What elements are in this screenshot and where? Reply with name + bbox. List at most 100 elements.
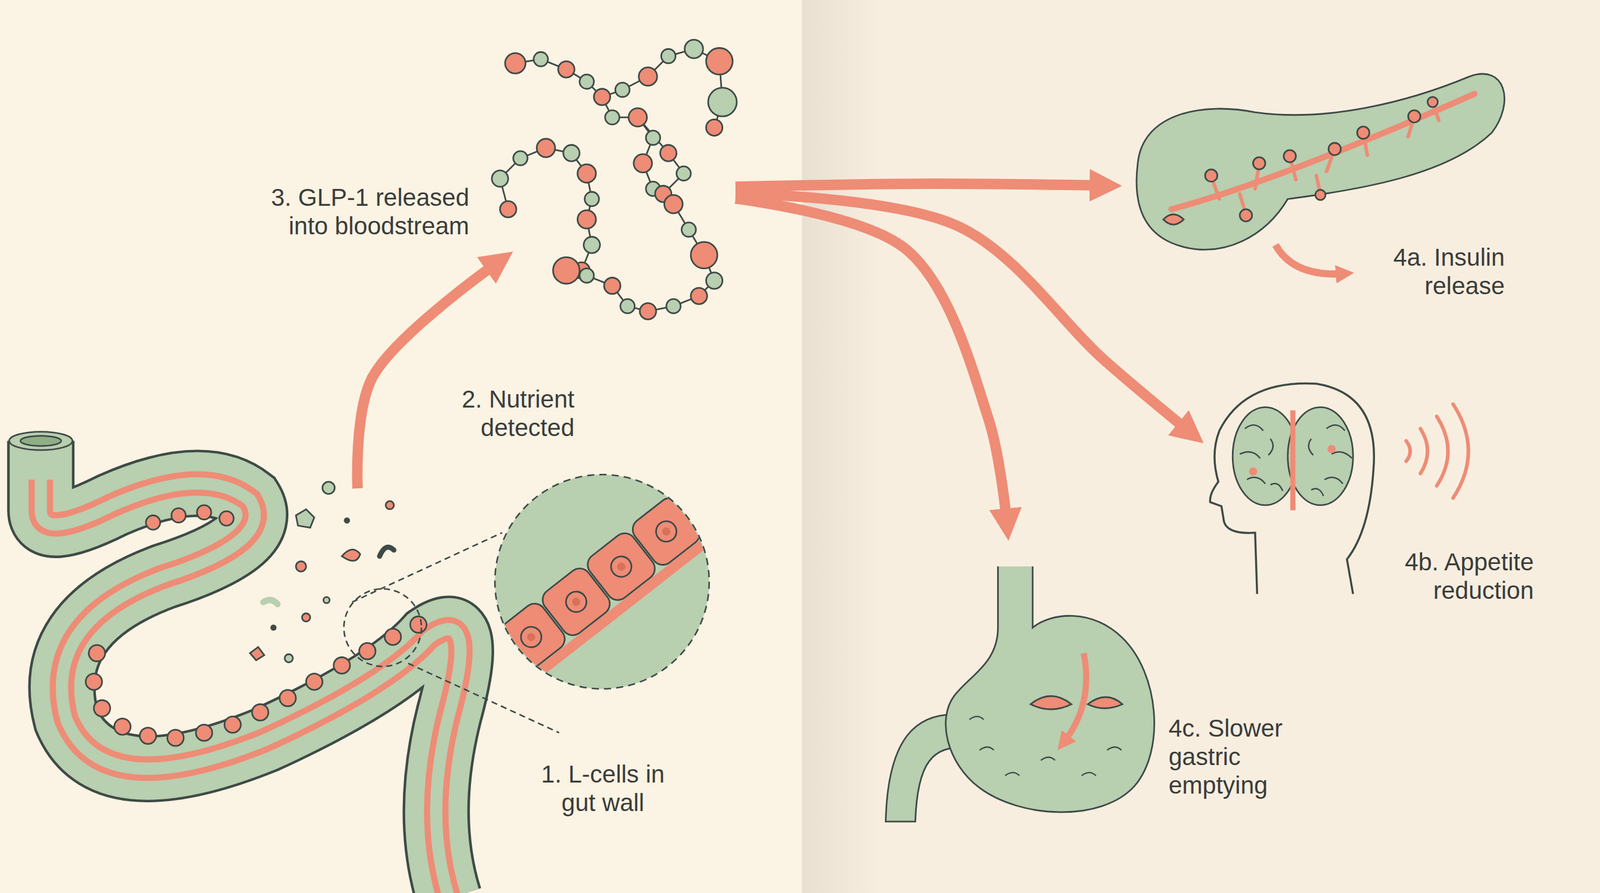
villi-cells — [139, 727, 156, 745]
pancreas-illustration — [1205, 169, 1218, 182]
l-cell-closeup — [615, 561, 628, 573]
step-label: 4a. Insulin release — [1353, 243, 1505, 300]
l-cell-closeup — [561, 587, 591, 617]
glp1-molecule — [660, 144, 677, 162]
glp1-molecule — [577, 210, 596, 230]
glp1-molecule — [579, 268, 595, 284]
nutrient-particles — [295, 561, 307, 572]
glp1-molecule — [602, 97, 684, 195]
stomach-region: 4c. Slower gastric emptying — [877, 540, 1157, 826]
l-cell-closeup — [486, 480, 728, 689]
glp1-molecule — [579, 74, 595, 89]
gut-region: 1. L-cells in gut wall — [0, 488, 716, 893]
pancreas-illustration — [1283, 150, 1296, 163]
head-illustration — [1239, 425, 1352, 496]
intestine-illustration — [40, 479, 461, 893]
nutrient-particles — [323, 597, 330, 604]
nutrient-particles — [379, 547, 395, 557]
stomach-illustration — [969, 716, 1122, 776]
villi-cells — [145, 515, 161, 530]
molecule-region: 3. GLP-1 released into bloodstream — [511, 61, 736, 326]
pancreas-illustration — [1211, 102, 1439, 215]
glp1-molecule — [491, 39, 737, 320]
zoom-callout — [408, 663, 560, 733]
pancreas-illustration — [1136, 73, 1505, 250]
villi-cells — [359, 643, 376, 660]
background — [802, 0, 1600, 893]
intestine-illustration — [40, 440, 461, 893]
step-label: 4b. Appetite reduction — [1359, 547, 1534, 605]
intestine-illustration — [9, 431, 73, 451]
zoom-callout — [352, 532, 503, 602]
pancreas-illustration — [1163, 214, 1184, 225]
stomach-illustration — [1063, 652, 1087, 743]
villi-cells — [85, 673, 102, 691]
villi-cells — [197, 505, 212, 520]
background — [802, 0, 884, 893]
glp1-molecule — [615, 82, 630, 98]
glp1-molecule — [661, 48, 676, 64]
glp1-molecule — [676, 166, 692, 181]
intestine-illustration — [9, 431, 728, 893]
villi-cells — [279, 690, 296, 707]
glp1-molecule — [558, 61, 575, 78]
glp1-molecule — [552, 256, 580, 284]
signal-arrow — [735, 183, 1105, 187]
l-cell-closeup — [606, 552, 636, 581]
glp1-molecule — [563, 144, 580, 162]
step-label: 4c. Slower gastric emptying — [1168, 713, 1320, 800]
step-label: 3. GLP-1 released into bloodstream — [236, 183, 470, 241]
glp1-molecule — [491, 170, 509, 187]
intestine-illustration — [40, 479, 461, 893]
nutrient-particles — [263, 600, 278, 605]
villi-cells — [252, 704, 269, 721]
nutrient-particles — [250, 481, 394, 663]
glp1-molecule — [708, 87, 737, 117]
glp1-molecule — [664, 194, 684, 214]
glp1-molecule — [628, 108, 648, 127]
step-label: 2. Nutrient detected — [423, 384, 575, 442]
glp1-molecule — [681, 222, 696, 238]
glp1-molecule — [684, 39, 704, 59]
signal-arrow — [735, 193, 1191, 433]
glp1-molecule — [639, 302, 656, 320]
glp1-molecule — [505, 52, 526, 74]
villi-cells — [333, 656, 350, 674]
villi-cells — [224, 716, 241, 733]
glp1-molecule — [706, 272, 723, 289]
signal-arrow — [357, 261, 499, 489]
nutrient-particles — [302, 613, 311, 622]
pancreas-illustration — [1408, 110, 1421, 123]
stomach-illustration — [885, 566, 1155, 822]
glp1-molecule — [577, 164, 596, 184]
villi-cells — [93, 700, 110, 717]
glp1-molecule — [706, 119, 723, 136]
glp1-molecule — [533, 52, 549, 67]
glp1-molecule — [586, 117, 714, 312]
glp1-molecule — [690, 287, 707, 305]
glp1-molecule — [706, 48, 734, 75]
signal-arrow — [735, 198, 1007, 524]
glp1-molecule — [638, 67, 658, 87]
villi-cells — [306, 673, 323, 691]
l-cell-closeup — [570, 595, 582, 608]
pancreas-illustration — [1328, 143, 1341, 156]
pancreas-illustration — [1356, 126, 1370, 139]
pancreas-illustration — [1427, 97, 1438, 108]
nutrient-particles — [343, 517, 350, 524]
glp1-molecule — [513, 151, 528, 166]
head-illustration — [1290, 410, 1296, 511]
nutrient-particles — [341, 549, 361, 561]
l-cell-closeup — [651, 516, 681, 546]
nutrient-particles — [385, 501, 394, 510]
villi-cells — [195, 724, 213, 741]
nutrient-particles — [284, 654, 294, 663]
stomach-illustration — [945, 566, 1155, 813]
glp1-molecule — [605, 110, 620, 125]
glp1-molecule — [645, 130, 661, 146]
glp1-molecule — [593, 88, 610, 106]
nutrient-particles — [322, 481, 335, 495]
